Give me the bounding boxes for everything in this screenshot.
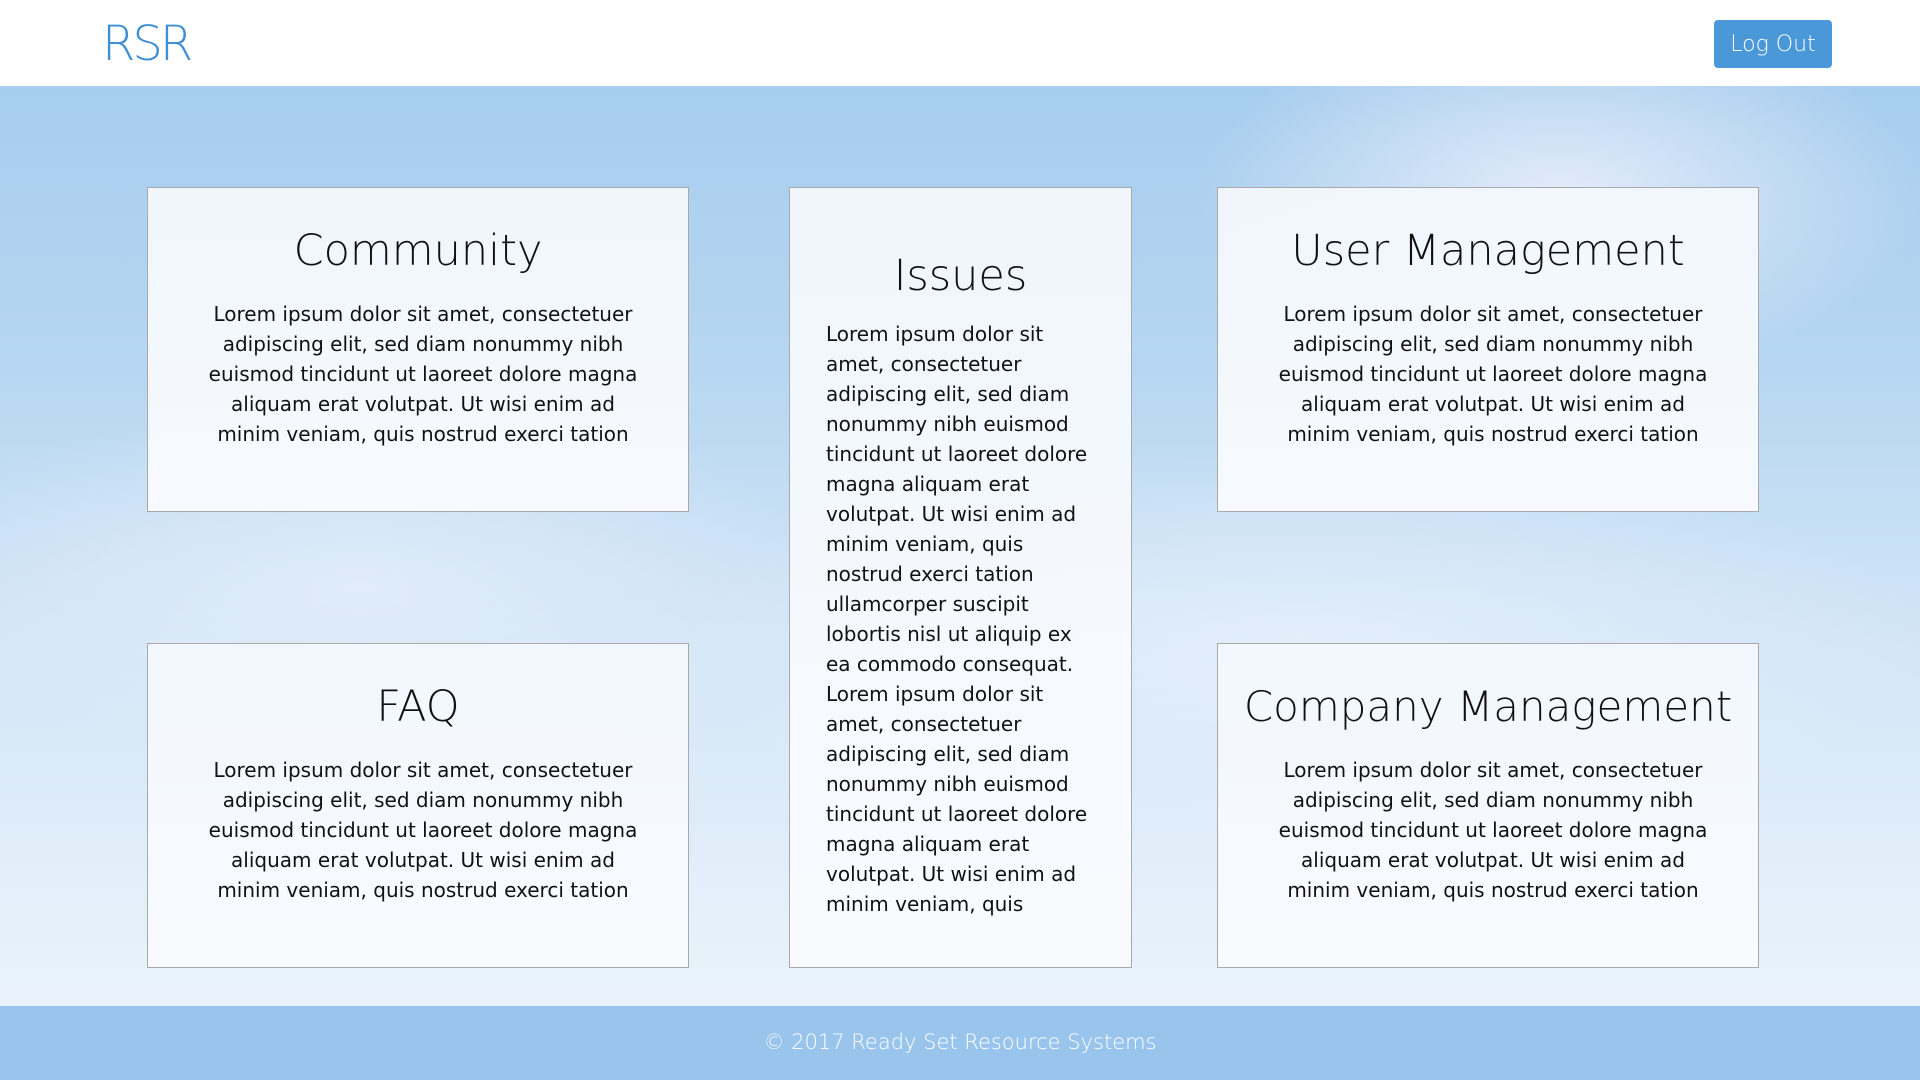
page-footer: © 2017 Ready Set Resource Systems — [0, 1006, 1920, 1080]
top-header: RSR Log Out — [0, 0, 1920, 86]
card-title: User Management — [1291, 226, 1685, 276]
rsr-logo[interactable]: RSR — [102, 16, 193, 72]
card-description: Lorem ipsum dolor sit amet, consectetuer… — [208, 758, 638, 902]
card-title: FAQ — [376, 682, 460, 732]
card-title: Company Management — [1243, 682, 1733, 731]
logout-button[interactable]: Log Out — [1714, 20, 1832, 68]
card-community[interactable]: Community Lorem ipsum dolor sit amet, co… — [147, 187, 689, 512]
card-title: Community — [293, 226, 543, 276]
card-description: Lorem ipsum dolor sit amet, consectetuer… — [208, 302, 638, 446]
card-faq[interactable]: FAQ Lorem ipsum dolor sit amet, consecte… — [147, 643, 689, 968]
card-title: Issues — [893, 251, 1028, 301]
card-description: Lorem ipsum dolor sit amet, consectetuer… — [826, 322, 1088, 916]
card-description: Lorem ipsum dolor sit amet, consectetuer… — [1278, 302, 1708, 446]
card-user-management[interactable]: User Management Lorem ipsum dolor sit am… — [1217, 187, 1759, 512]
card-description: Lorem ipsum dolor sit amet, consectetuer… — [1278, 758, 1708, 902]
card-company-management[interactable]: Company Management Lorem ipsum dolor sit… — [1217, 643, 1759, 968]
card-issues[interactable]: Issues Lorem ipsum dolor sit amet, conse… — [789, 187, 1132, 968]
copyright-text: © 2017 Ready Set Resource Systems — [763, 1030, 1157, 1054]
